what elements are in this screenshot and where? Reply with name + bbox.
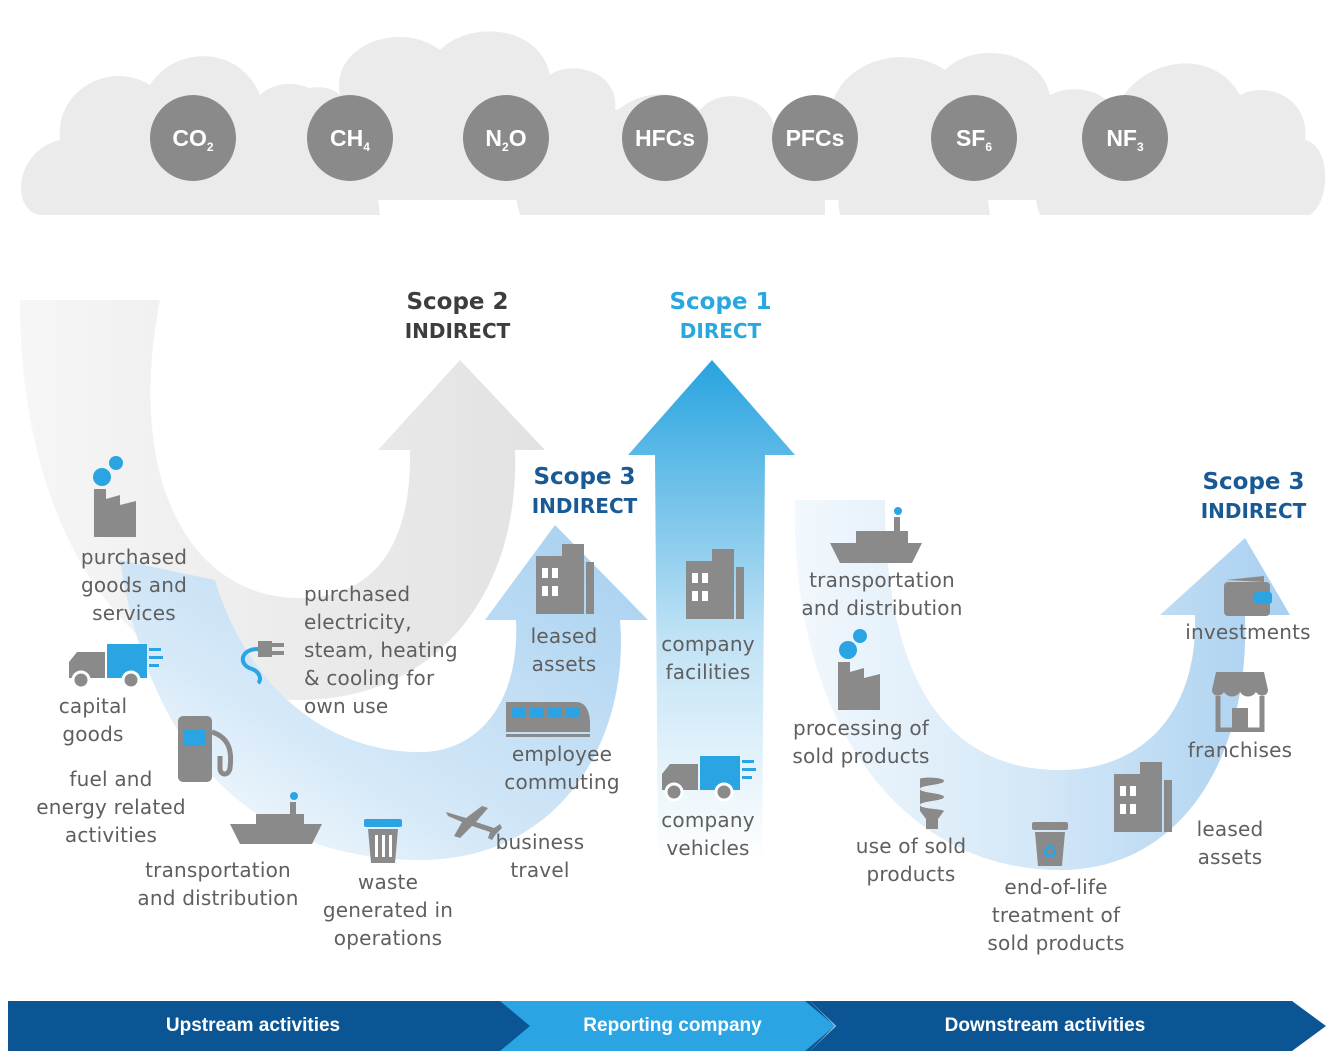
trash-icon [364, 819, 402, 863]
factory-icon [93, 456, 136, 537]
scope3-downstream-title: Scope 3 [1202, 469, 1305, 495]
label-purchased-goods: purchased goods and services [80, 545, 188, 625]
label-downstream-transport: transportation and distribution [801, 568, 963, 620]
label-upstream-leased-assets: leased assets [530, 624, 598, 676]
svg-text:♻: ♻ [1042, 842, 1058, 863]
label-purchased-electricity: purchased electricity, steam, heating & … [304, 582, 458, 718]
label-capital-goods: capital goods [58, 694, 128, 746]
label-employee-commuting: employee commuting [504, 742, 620, 794]
leased-building-icon [1114, 762, 1172, 832]
label-business-travel: business travel [495, 830, 585, 882]
scope2-type: INDIRECT [404, 319, 511, 343]
plug-icon [241, 641, 284, 685]
building-icon [536, 544, 594, 614]
scope3-downstream-arrow [794, 500, 1290, 870]
label-company-vehicles: company vehicles [661, 808, 755, 860]
light-bulb-icon [920, 777, 944, 829]
plane-icon [446, 806, 502, 840]
label-use-of-products: use of sold products [855, 834, 967, 886]
label-processing: processing of sold products [792, 716, 930, 768]
label-downstream-leased-assets: leased assets [1196, 817, 1264, 869]
band-downstream: Downstream activities [944, 1015, 1146, 1036]
ship-downstream-icon [830, 507, 922, 563]
scope3-upstream-arrow [120, 525, 648, 860]
scope3-downstream-type: INDIRECT [1200, 499, 1307, 523]
facility-building-icon [686, 549, 744, 619]
scope1-type: DIRECT [679, 319, 762, 343]
label-franchises: franchises [1187, 738, 1293, 762]
gas-hfcs: HFCs [622, 95, 708, 181]
train-icon [506, 702, 590, 737]
label-end-of-life: end-of-life treatment of sold products [987, 875, 1125, 955]
label-company-facilities: company facilities [661, 632, 755, 684]
scope3-upstream-heading: Scope 3 INDIRECT [512, 462, 657, 520]
band-upstream: Upstream activities [165, 1015, 341, 1036]
company-truck-icon [662, 756, 756, 802]
label-investments: investments [1185, 620, 1311, 644]
label-waste: waste generated in operations [322, 870, 454, 950]
scope2-title: Scope 2 [406, 289, 509, 315]
fuel-pump-icon [178, 716, 234, 782]
store-icon [1212, 672, 1268, 732]
recycle-bin-icon: ♻ [1032, 822, 1068, 866]
scope3-upstream-type: INDIRECT [531, 494, 638, 518]
processing-factory-icon [838, 629, 880, 710]
label-fuel-energy: fuel and energy related activities [36, 767, 186, 847]
wallet-icon [1224, 576, 1272, 616]
gas-pfcs: PFCs [772, 95, 858, 181]
ship-icon [230, 792, 322, 844]
label-upstream-transport: transportation and distribution [137, 858, 299, 910]
activity-band [8, 1001, 1326, 1051]
band-reporting: Reporting company [583, 1015, 762, 1036]
scope1-heading: Scope 1 DIRECT [648, 287, 793, 345]
scope3-downstream-heading: Scope 3 INDIRECT [1181, 467, 1326, 525]
scope2-heading: Scope 2 INDIRECT [385, 287, 530, 345]
scope3-upstream-title: Scope 3 [533, 464, 636, 490]
truck-icon [69, 644, 163, 690]
scope1-title: Scope 1 [669, 289, 772, 315]
